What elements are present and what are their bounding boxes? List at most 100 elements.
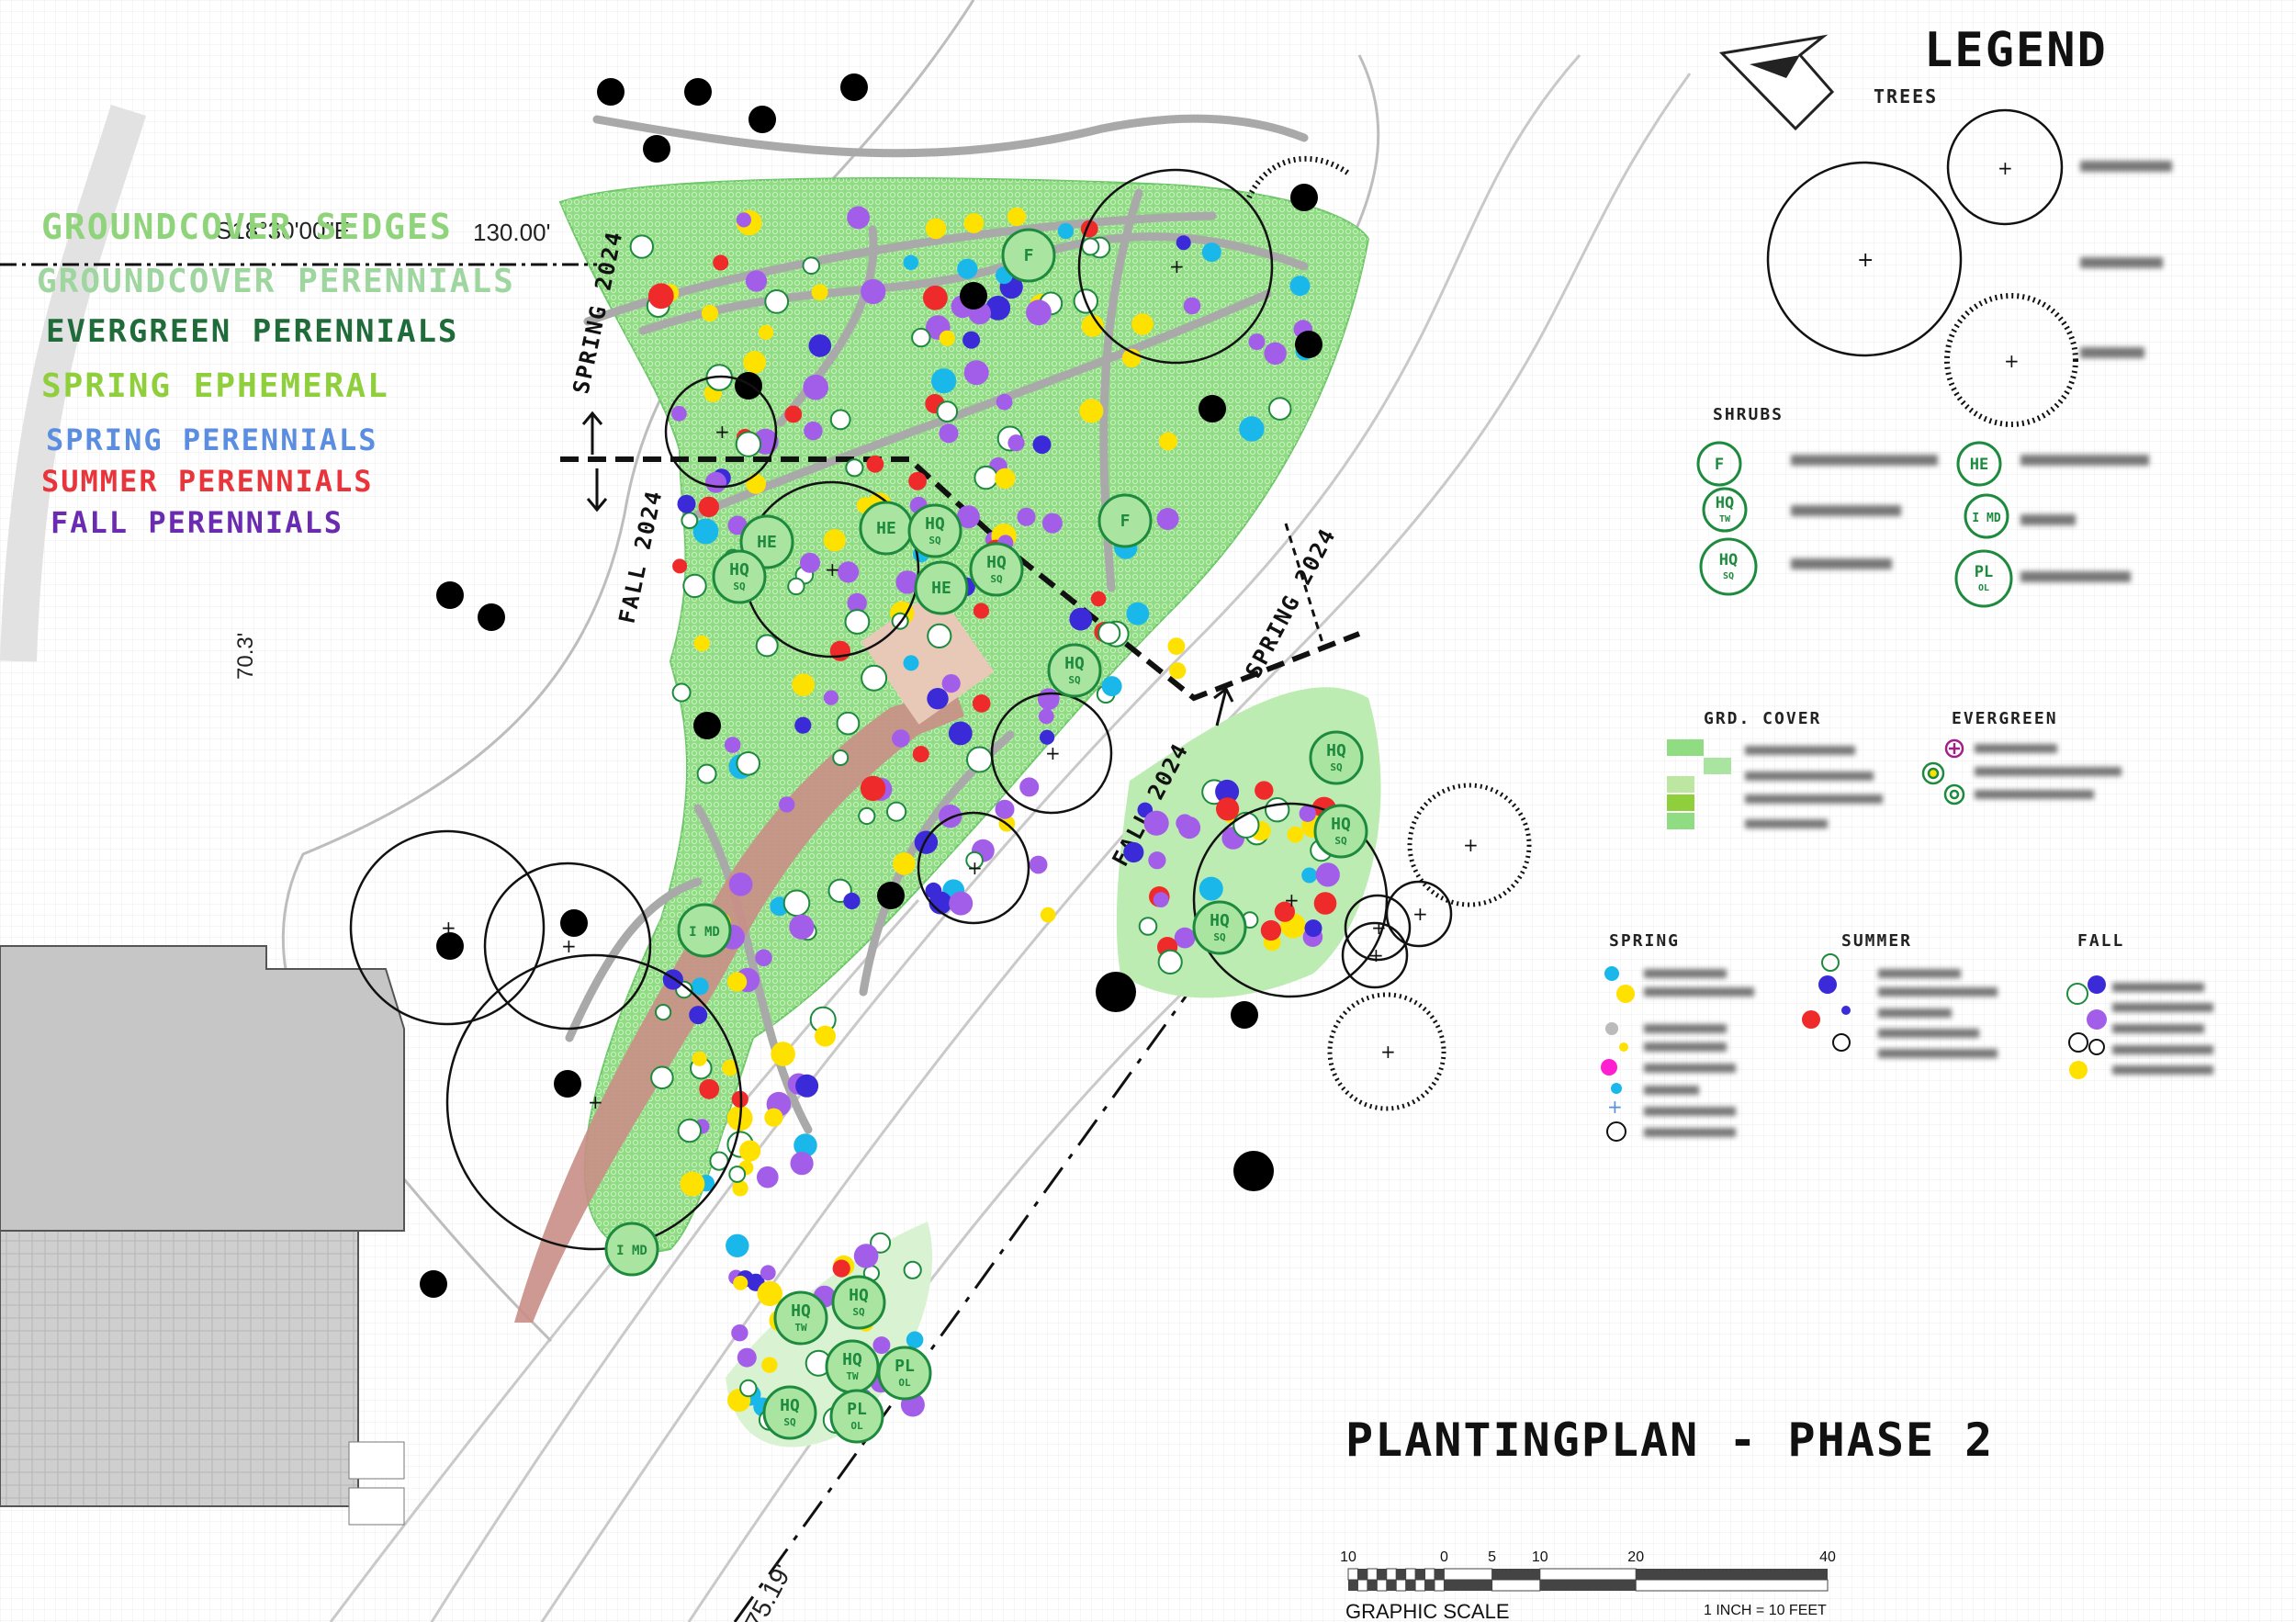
plant-dot	[1287, 826, 1304, 843]
plant-dot	[925, 218, 947, 240]
legend-grdcover-swatches	[1667, 739, 1731, 829]
plant-dot	[764, 289, 790, 314]
specimen-tree-dot	[877, 882, 905, 909]
plant-dot	[724, 737, 741, 753]
plant-dot	[771, 1042, 795, 1066]
plant-dot	[1248, 333, 1266, 351]
shrub-circle	[1309, 730, 1364, 785]
plant-dot	[853, 1244, 879, 1268]
shrub-code: HQ	[849, 1286, 869, 1305]
shrub-code: HQ	[791, 1301, 811, 1321]
plant-dot	[735, 431, 762, 457]
building-footprint	[0, 945, 405, 1526]
plant-dot	[794, 716, 812, 734]
plant-dot	[808, 334, 832, 357]
plant-dot	[727, 515, 748, 535]
shrub-subcode: OL	[898, 1377, 911, 1389]
legend-seasonal-dot	[1606, 1121, 1626, 1142]
legend-tree-names-blurred	[2080, 161, 2172, 358]
shrub-circle	[877, 1346, 932, 1401]
plant-dot	[795, 1074, 819, 1098]
plant-dot	[911, 327, 931, 348]
scale-segment	[1347, 1568, 1358, 1581]
specimen-tree-dot	[840, 73, 868, 101]
dimension-length-left: 70.3'	[233, 633, 258, 680]
legend-spring-heading: SPRING	[1609, 931, 1680, 951]
plant-dot	[699, 1078, 720, 1099]
plant-dot	[949, 891, 974, 916]
plant-dot	[722, 1059, 738, 1076]
plant-dot	[728, 873, 753, 896]
plant-dot	[858, 806, 876, 826]
plant-dot	[1143, 810, 1169, 836]
tree-canopy	[483, 862, 652, 1031]
plant-dot	[1176, 814, 1194, 832]
plant-dot	[1079, 399, 1104, 423]
plant-dot	[1041, 513, 1063, 534]
plant-dot	[815, 1025, 836, 1047]
tree-canopy	[1341, 921, 1409, 989]
scale-segment	[1424, 1568, 1435, 1581]
legend-seasonal-dot	[2069, 1061, 2088, 1079]
shrub-circle	[762, 1385, 817, 1440]
plant-dot	[737, 1347, 757, 1368]
plant-dot	[870, 1232, 892, 1254]
plant-dot	[693, 635, 710, 652]
plant-dot	[1215, 779, 1240, 804]
scale-segment	[1396, 1569, 1406, 1580]
left-drainage-swale	[0, 105, 147, 662]
plant-dot	[1260, 919, 1281, 941]
scale-tick-label: 5	[1488, 1549, 1496, 1565]
shrub-subcode: SQ	[1068, 674, 1081, 686]
plant-dot	[1313, 892, 1337, 915]
shrub-subcode: SQ	[1330, 761, 1343, 773]
plant-dot	[672, 558, 688, 574]
plant-dot	[1101, 676, 1122, 697]
specimen-tree-dot	[1233, 1151, 1274, 1191]
plant-dot	[903, 1260, 922, 1279]
tree-canopy	[1407, 783, 1532, 907]
legend-evergreen-symbols	[1921, 738, 1965, 805]
scale-tick-label: 0	[1440, 1549, 1448, 1565]
phase-arrows	[581, 411, 1234, 727]
plant-dot	[1232, 811, 1260, 839]
shrub-symbol: I MD	[677, 903, 732, 958]
key-spring-perennials: SPRING PERENNIALS	[46, 422, 378, 457]
legend-grdcover-heading: GRD. COVER	[1704, 709, 1821, 728]
shrub-circle	[712, 549, 767, 604]
shrub-subcode: TW	[846, 1370, 859, 1382]
plant-dot	[1167, 637, 1186, 655]
plant-dot	[662, 969, 683, 990]
scale-tick-label: 10	[1340, 1549, 1356, 1565]
plant-dot	[1183, 297, 1201, 315]
shrub-code: HE	[931, 579, 951, 598]
legend-tree-large	[1766, 161, 1963, 357]
plant-dot	[1007, 207, 1027, 227]
plant-dot	[996, 393, 1013, 411]
plant-dot	[957, 258, 978, 279]
plant-dot	[746, 474, 766, 494]
legend-tree-small	[1946, 108, 2064, 226]
plant-dot	[1040, 907, 1056, 923]
plant-dot	[963, 360, 989, 386]
plant-dot	[832, 749, 850, 766]
plant-dot	[701, 305, 719, 322]
scale-segment	[1491, 1579, 1541, 1592]
plant-dot	[755, 949, 772, 967]
plant-dot	[727, 972, 748, 992]
plant-dot	[739, 1140, 761, 1162]
tree-center-mark: +	[1412, 903, 1428, 925]
plant-dot	[1156, 508, 1179, 530]
shrub-subcode: SQ	[1334, 835, 1347, 847]
plant-dot	[1176, 235, 1191, 251]
shrub-circle	[831, 1275, 886, 1330]
plant-symbols	[420, 73, 1340, 1436]
plant-dot	[1138, 917, 1158, 936]
plant-dot	[974, 465, 998, 490]
shrub-code: F	[1120, 512, 1131, 531]
